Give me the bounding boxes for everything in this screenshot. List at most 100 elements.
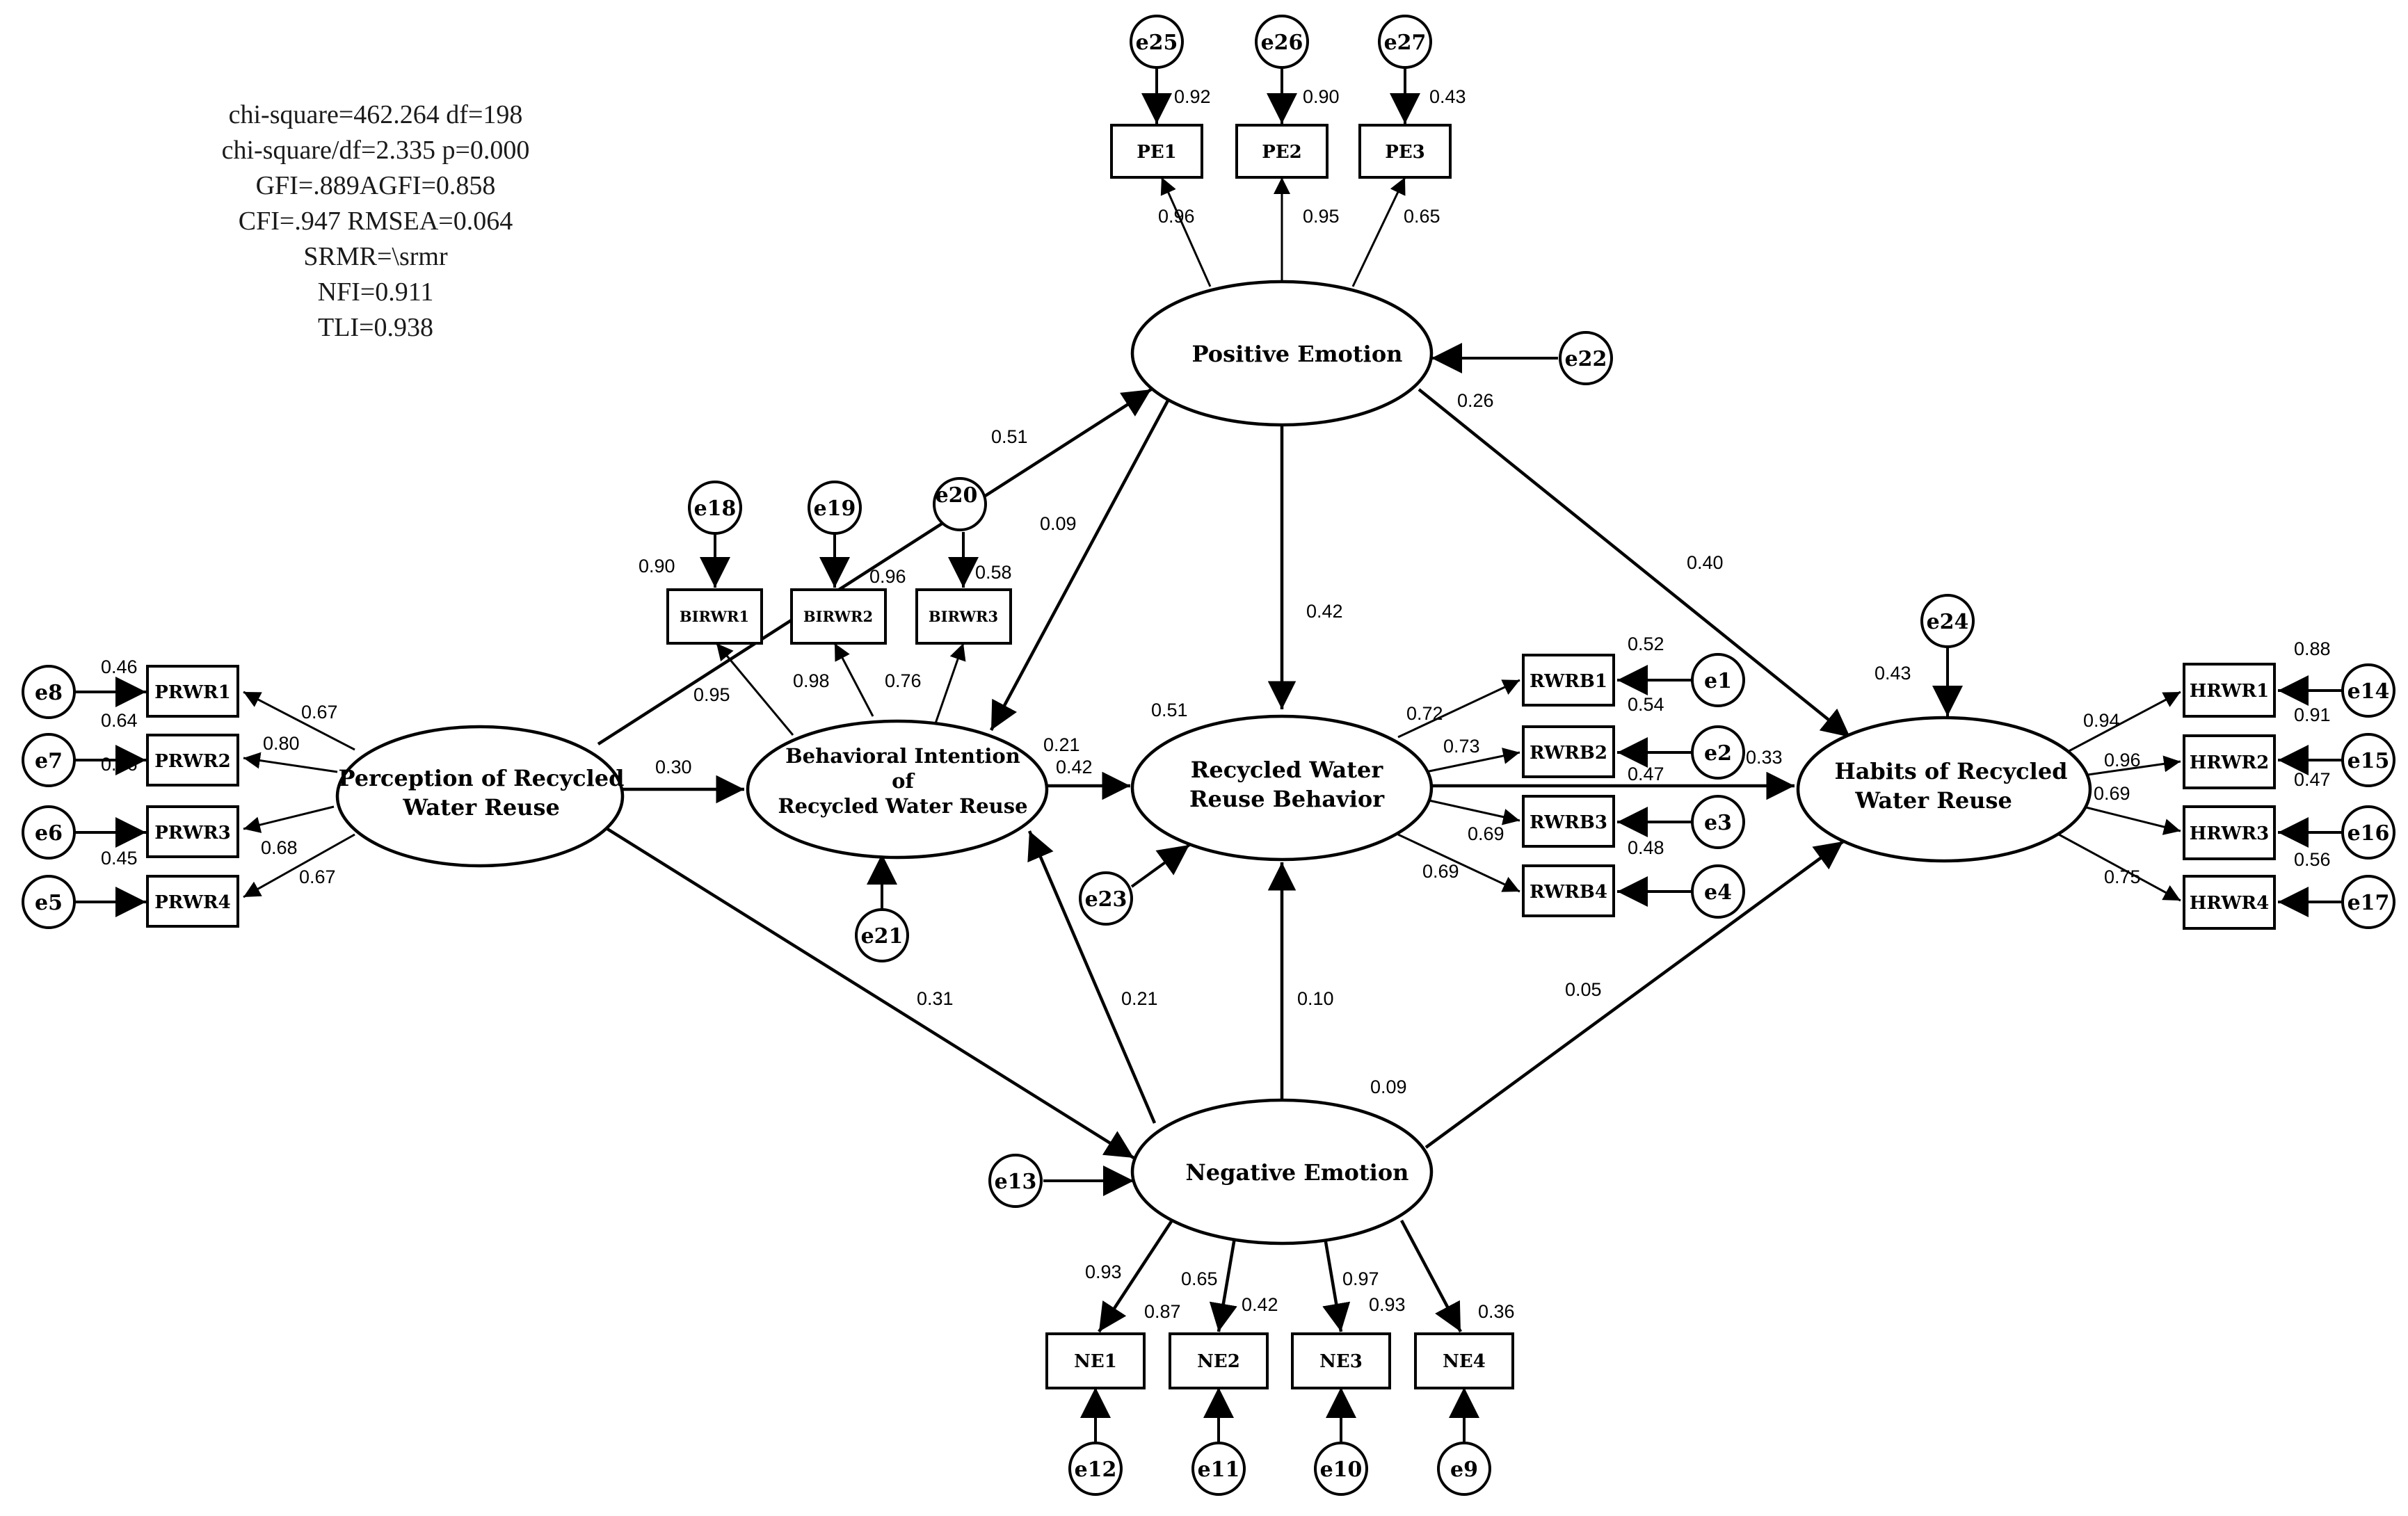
error-e7: e7 bbox=[35, 749, 63, 773]
error-e20: e20 bbox=[936, 483, 978, 508]
latent-perception-of-recycled-water-reuse: Perception of Recycled Water Reuse bbox=[335, 725, 624, 868]
fit-stat-line: TLI=0.938 bbox=[317, 313, 433, 342]
model-fit-statistics: chi-square=462.264 df=198 chi-square/df=… bbox=[139, 97, 612, 346]
coef-label: 0.30 bbox=[655, 757, 692, 777]
load-rwrb-4 bbox=[1397, 833, 1520, 893]
coef-label: 0.33 bbox=[1746, 747, 1783, 768]
coef-label: 0.58 bbox=[975, 562, 1012, 583]
latent-label: Reuse Behavior bbox=[1189, 786, 1385, 812]
coef-label: 0.45 bbox=[101, 848, 138, 869]
indicator-pe1: PE1 bbox=[1137, 142, 1176, 163]
coef-label: 0.40 bbox=[1687, 552, 1724, 573]
path-pe-to-hrwr bbox=[1418, 388, 1852, 739]
coef-label: 0.42 bbox=[1056, 757, 1093, 777]
coef-label: 0.87 bbox=[1144, 1301, 1181, 1322]
load-prwr-1 bbox=[243, 691, 355, 751]
coef-label: 0.54 bbox=[1628, 694, 1664, 715]
coef-label: 0.42 bbox=[1306, 601, 1343, 622]
latent-label: Positive Emotion bbox=[1192, 341, 1403, 367]
latent-positive-emotion: Positive Emotion bbox=[1130, 280, 1434, 427]
coef-label: 0.10 bbox=[1297, 988, 1334, 1009]
path-ne-to-hrwr bbox=[1424, 840, 1845, 1149]
fit-stat-line: GFI=.889AGFI=0.858 bbox=[255, 171, 496, 200]
error-e15: e15 bbox=[2347, 749, 2390, 773]
error-e3: e3 bbox=[1704, 811, 1732, 835]
coef-label: 0.31 bbox=[917, 988, 954, 1009]
error-e18: e18 bbox=[694, 497, 737, 521]
load-ne-3 bbox=[1322, 1237, 1351, 1332]
error-e6: e6 bbox=[35, 821, 63, 846]
coef-label: 0.36 bbox=[1478, 1301, 1515, 1322]
coef-label: 0.96 bbox=[2104, 750, 2141, 771]
load-prwr-2 bbox=[243, 752, 338, 773]
fit-stat-line: SRMR=\srmr bbox=[303, 242, 448, 271]
latent-label: of bbox=[892, 769, 915, 793]
load-pe-pe3 bbox=[1351, 177, 1406, 287]
coef-label: 0.91 bbox=[2294, 704, 2331, 725]
coef-label: 0.09 bbox=[1040, 513, 1077, 534]
loading-paths bbox=[243, 177, 2181, 1333]
error-e24: e24 bbox=[1927, 610, 1969, 634]
structural-paths bbox=[597, 388, 1852, 1159]
fit-stat-line: NFI=0.911 bbox=[317, 277, 434, 307]
error-terms: e25 e26 e27 e22 e18 e19 e20 e21 e23 e24 … bbox=[22, 15, 2395, 1496]
coef-label: 0.52 bbox=[1628, 634, 1664, 654]
coef-label: 0.43 bbox=[1875, 663, 1911, 684]
latent-habits-of-recycled-water-reuse: Habits of Recycled Water Reuse bbox=[1796, 716, 2092, 863]
indicator-birwr1: BIRWR1 bbox=[680, 608, 749, 625]
load-ne-4 bbox=[1400, 1219, 1462, 1333]
indicator-birwr2: BIRWR2 bbox=[803, 608, 873, 625]
indicator-pe2: PE2 bbox=[1262, 142, 1301, 163]
load-birwr-2 bbox=[833, 643, 874, 717]
indicator-hrwr1: HRWR1 bbox=[2190, 681, 2270, 702]
indicator-rwrb1: RWRB1 bbox=[1530, 671, 1607, 692]
coef-label: 0.72 bbox=[1406, 703, 1443, 724]
coef-label: 0.47 bbox=[2294, 769, 2331, 790]
fit-stat-line: chi-square/df=2.335 p=0.000 bbox=[221, 136, 530, 165]
coef-label: 0.92 bbox=[1174, 86, 1211, 107]
load-ne-2 bbox=[1209, 1237, 1237, 1332]
error-e9: e9 bbox=[1450, 1458, 1478, 1482]
coef-label: 0.76 bbox=[885, 670, 922, 691]
load-hrwr-4 bbox=[2058, 833, 2181, 902]
latent-label: Water Reuse bbox=[1854, 787, 2012, 814]
path-ne-to-birwr bbox=[1027, 830, 1157, 1124]
coef-label: 0.93 bbox=[1369, 1294, 1406, 1315]
error-e8: e8 bbox=[35, 681, 63, 705]
error-e12: e12 bbox=[1075, 1458, 1117, 1482]
coef-label: 0.90 bbox=[639, 556, 675, 576]
coef-label: 0.65 bbox=[1181, 1268, 1218, 1289]
coef-label: 0.75 bbox=[2104, 866, 2141, 887]
coef-label: 0.73 bbox=[1443, 736, 1480, 757]
indicator-ne1: NE1 bbox=[1074, 1351, 1117, 1372]
load-birwr-1 bbox=[715, 643, 794, 736]
load-ne-1 bbox=[1098, 1219, 1173, 1333]
coef-label: 0.64 bbox=[101, 710, 138, 731]
coef-label: 0.43 bbox=[1429, 86, 1466, 107]
error-e22: e22 bbox=[1565, 347, 1607, 371]
indicator-hrwr2: HRWR2 bbox=[2190, 752, 2270, 773]
indicator-rwrb4: RWRB4 bbox=[1530, 882, 1607, 903]
error-e2: e2 bbox=[1704, 741, 1732, 766]
indicator-ne4: NE4 bbox=[1443, 1351, 1486, 1372]
coef-label: 0.94 bbox=[2083, 710, 2120, 731]
coef-label: 0.93 bbox=[1085, 1261, 1122, 1282]
coef-label: 0.46 bbox=[101, 754, 138, 775]
error-e1: e1 bbox=[1704, 669, 1732, 693]
coef-label: 0.69 bbox=[1468, 823, 1504, 844]
path-prwr-to-pe bbox=[597, 388, 1153, 745]
coef-label: 0.67 bbox=[301, 702, 338, 723]
latent-label: Recycled Water bbox=[1191, 757, 1384, 783]
latent-label: Water Reuse bbox=[402, 794, 560, 821]
path-pe-to-birwr bbox=[990, 392, 1173, 732]
coef-label: 0.48 bbox=[1628, 837, 1664, 858]
coef-label: 0.95 bbox=[693, 684, 730, 705]
error-e10: e10 bbox=[1320, 1458, 1363, 1482]
indicator-prwr1: PRWR1 bbox=[154, 682, 230, 703]
error-e16: e16 bbox=[2347, 821, 2390, 846]
coef-label: 0.26 bbox=[1457, 390, 1494, 411]
coef-label: 0.96 bbox=[1158, 206, 1195, 227]
error-arrows bbox=[73, 67, 2344, 1443]
latent-label: Habits of Recycled bbox=[1834, 758, 2067, 784]
coef-label: 0.56 bbox=[2294, 849, 2331, 870]
